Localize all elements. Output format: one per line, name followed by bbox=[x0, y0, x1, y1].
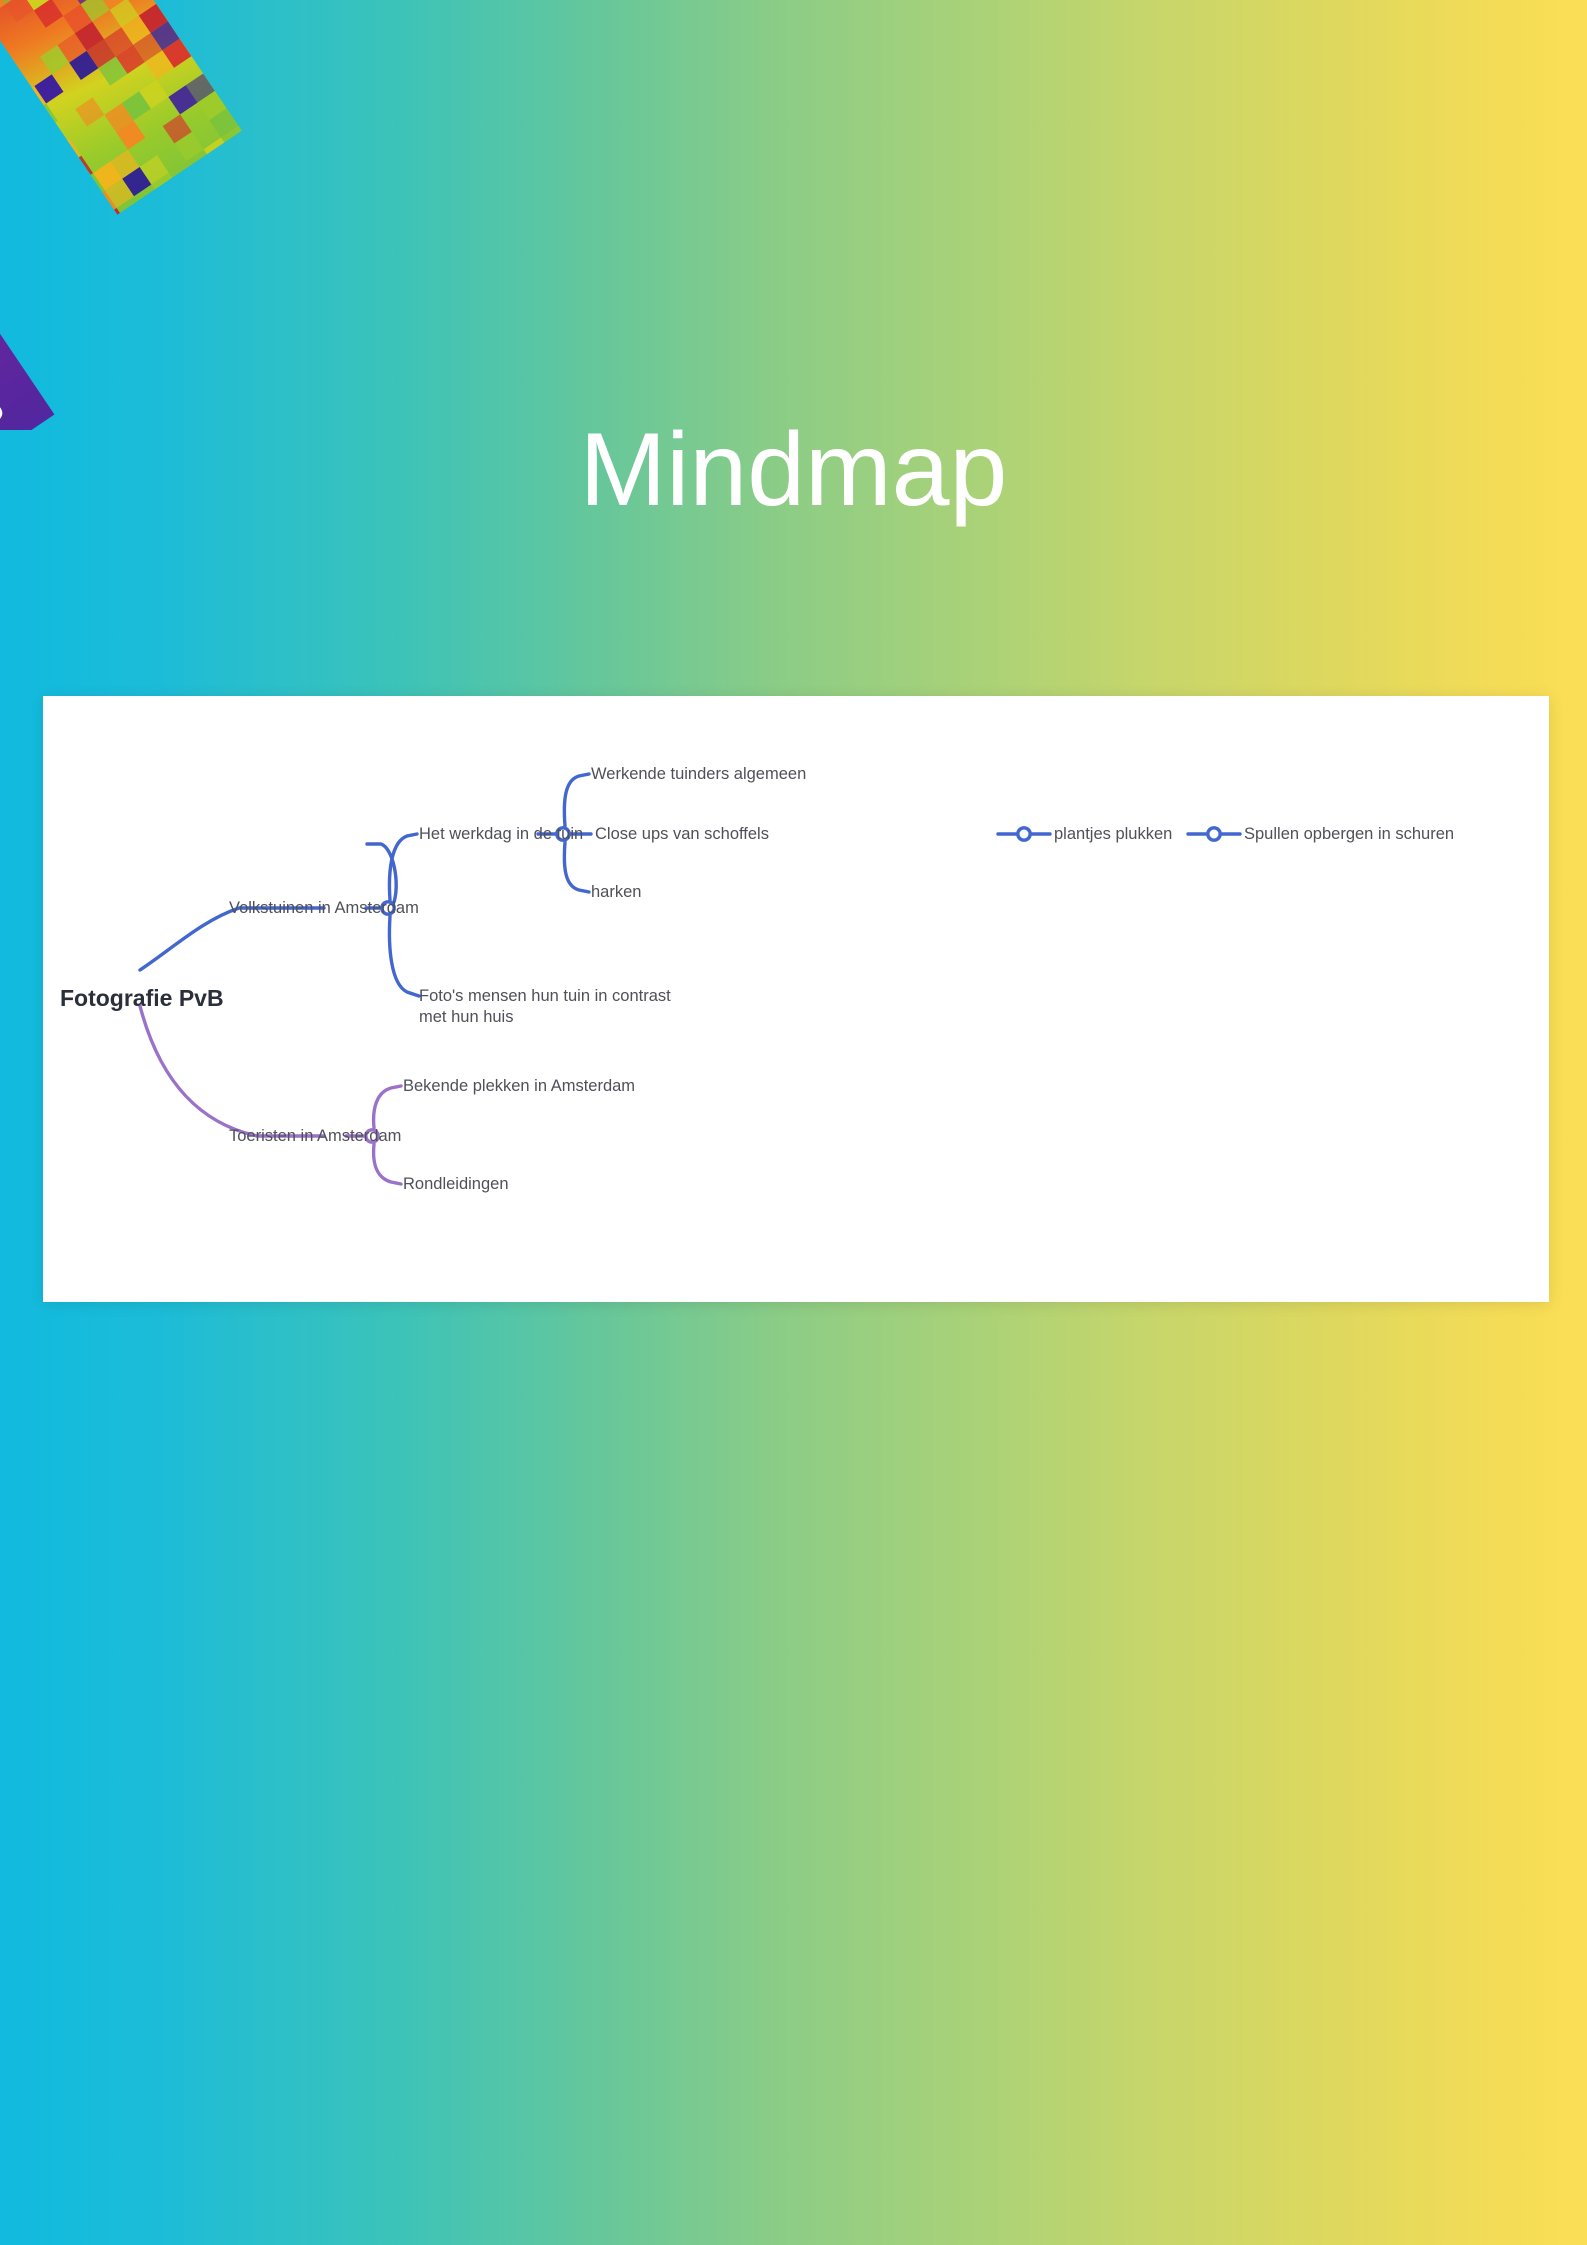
pixel-cross-tile bbox=[104, 103, 134, 133]
pixel-cross-tile bbox=[33, 0, 64, 28]
pixel-cross-tile bbox=[209, 108, 239, 138]
pixel-cross-tile bbox=[197, 90, 227, 121]
pixel-cross-tile bbox=[150, 21, 180, 51]
node-toeristen bbox=[364, 1128, 380, 1144]
pixel-cross-tile bbox=[185, 73, 215, 103]
edge-vk-up bbox=[387, 832, 419, 902]
fotos-line-2: met hun huis bbox=[419, 1008, 514, 1026]
pixel-cross-tile bbox=[99, 207, 129, 215]
pixel-cross-tile bbox=[162, 114, 192, 144]
mindmap-card: Fotografie PvB Volkstuinen in Amsterdam … bbox=[43, 696, 1549, 1302]
pixel-cross-tile bbox=[98, 56, 128, 86]
mindmap-connectors bbox=[138, 772, 1242, 1186]
mindmap-node-close-ups-schoffels[interactable]: Close ups van schoffels bbox=[595, 825, 769, 843]
mindmap-node-bekende-plekken[interactable]: Bekende plekken in Amsterdam bbox=[403, 1077, 636, 1095]
banner-ribbon: AMSTERDAM ××× 750 bbox=[0, 58, 55, 430]
pixel-cross-tile bbox=[109, 0, 139, 28]
pixel-cross-tile bbox=[139, 155, 169, 185]
mindmap-node-rondleidingen[interactable]: Rondleidingen bbox=[403, 1175, 509, 1193]
pixel-cross-tile bbox=[75, 97, 105, 127]
edge-werkdag-harken bbox=[562, 840, 591, 894]
amsterdam-banner: AMSTERDAM ××× 750 bbox=[0, 0, 300, 430]
mindmap-node-harken[interactable]: harken bbox=[591, 883, 642, 901]
pixel-cross-tile bbox=[144, 50, 175, 80]
pixel-cross-tile bbox=[121, 15, 151, 45]
banner-text: AMSTERDAM ××× 750 bbox=[0, 58, 54, 430]
edge-werkdag-tuinders bbox=[562, 772, 591, 828]
pixel-cross-tile bbox=[69, 50, 99, 80]
pixel-cross-tile bbox=[4, 0, 34, 23]
pixel-cross-tile bbox=[121, 91, 151, 121]
pixel-cross-tile bbox=[138, 3, 168, 34]
pixel-cross-tile bbox=[22, 0, 52, 11]
pixel-cross-tile bbox=[63, 155, 94, 185]
pixel-cross-tile bbox=[39, 45, 70, 75]
pixel-cross-tile bbox=[75, 173, 105, 203]
pixel-cross-tile bbox=[97, 0, 128, 10]
mindmap-node-werkende-tuinders[interactable]: Werkende tuinders algemeen bbox=[591, 765, 807, 783]
mindmap-node-plantjes-plukken[interactable]: plantjes plukken bbox=[1054, 825, 1173, 843]
mindmap-node-fotos-mensen-contrast[interactable]: Foto's mensen hun tuin in contrast met hu… bbox=[419, 986, 671, 1028]
pixel-cross-tile bbox=[74, 21, 104, 51]
edge-root-volkstuinen bbox=[138, 906, 326, 972]
pixel-cross-tile bbox=[122, 167, 152, 197]
pixel-cross-tile bbox=[110, 149, 140, 179]
edge-volkstuinen-werkdag bbox=[365, 842, 398, 904]
edge-vk-down bbox=[387, 914, 421, 998]
mindmap-node-spullen-opbergen[interactable]: Spullen opbergen in schuren bbox=[1244, 825, 1455, 843]
pixel-cross-tile bbox=[86, 39, 116, 69]
pixel-cross-tile bbox=[93, 161, 123, 191]
edge-root-toeristen bbox=[138, 1004, 326, 1138]
mindmap-node-toeristen[interactable]: Toeristen in Amsterdam bbox=[229, 1127, 402, 1145]
pixel-cross-tile bbox=[139, 79, 169, 109]
pixel-cross-tile bbox=[116, 120, 146, 150]
node-plantjes bbox=[1206, 826, 1222, 842]
pixel-cross-tile bbox=[0, 0, 23, 5]
edge-toeristen-bekende bbox=[371, 1084, 403, 1130]
node-werkdag bbox=[555, 826, 571, 842]
mindmap-node-volkstuinen[interactable]: Volkstuinen in Amsterdam bbox=[229, 899, 419, 917]
pixel-cross-strip bbox=[0, 0, 242, 215]
pixel-cross-tile bbox=[52, 138, 82, 168]
pixel-cross-tile bbox=[133, 33, 163, 63]
banner-pixel-pattern bbox=[0, 0, 300, 300]
pixel-cross-tile bbox=[28, 103, 58, 133]
pixel-cross-tile bbox=[63, 4, 93, 34]
pixel-cross-tile bbox=[16, 86, 47, 116]
pixel-cross-tile bbox=[174, 131, 204, 161]
pixel-cross-tile bbox=[80, 0, 110, 22]
node-volkstuinen bbox=[380, 900, 396, 916]
node-closeups bbox=[1016, 826, 1032, 842]
page-title: Mindmap bbox=[579, 412, 1008, 528]
pixel-cross-tile bbox=[104, 178, 134, 208]
pixel-cross-tile bbox=[57, 33, 87, 63]
pixel-cross-tile bbox=[203, 137, 233, 167]
fotos-line-1: Foto's mensen hun tuin in contrast bbox=[419, 987, 671, 1005]
pixel-cross-tile bbox=[115, 44, 145, 74]
pixel-cross-tile bbox=[34, 74, 64, 104]
pixel-cross-tile bbox=[103, 27, 134, 57]
mindmap-root-node[interactable]: Fotografie PvB bbox=[60, 985, 224, 1011]
pixel-cross-tile bbox=[162, 38, 192, 68]
pixel-cross-tile bbox=[68, 0, 98, 5]
mindmap-node-het-werkdag-in-de-tuin[interactable]: Het werkdag in de tuin bbox=[419, 825, 584, 843]
pixel-cross-tile bbox=[0, 0, 5, 17]
edge-toeristen-rondleidingen bbox=[371, 1142, 403, 1186]
pixel-cross-tile bbox=[168, 85, 198, 115]
pixel-cross-tile bbox=[151, 172, 181, 202]
pixel-cross-tile bbox=[87, 190, 117, 215]
